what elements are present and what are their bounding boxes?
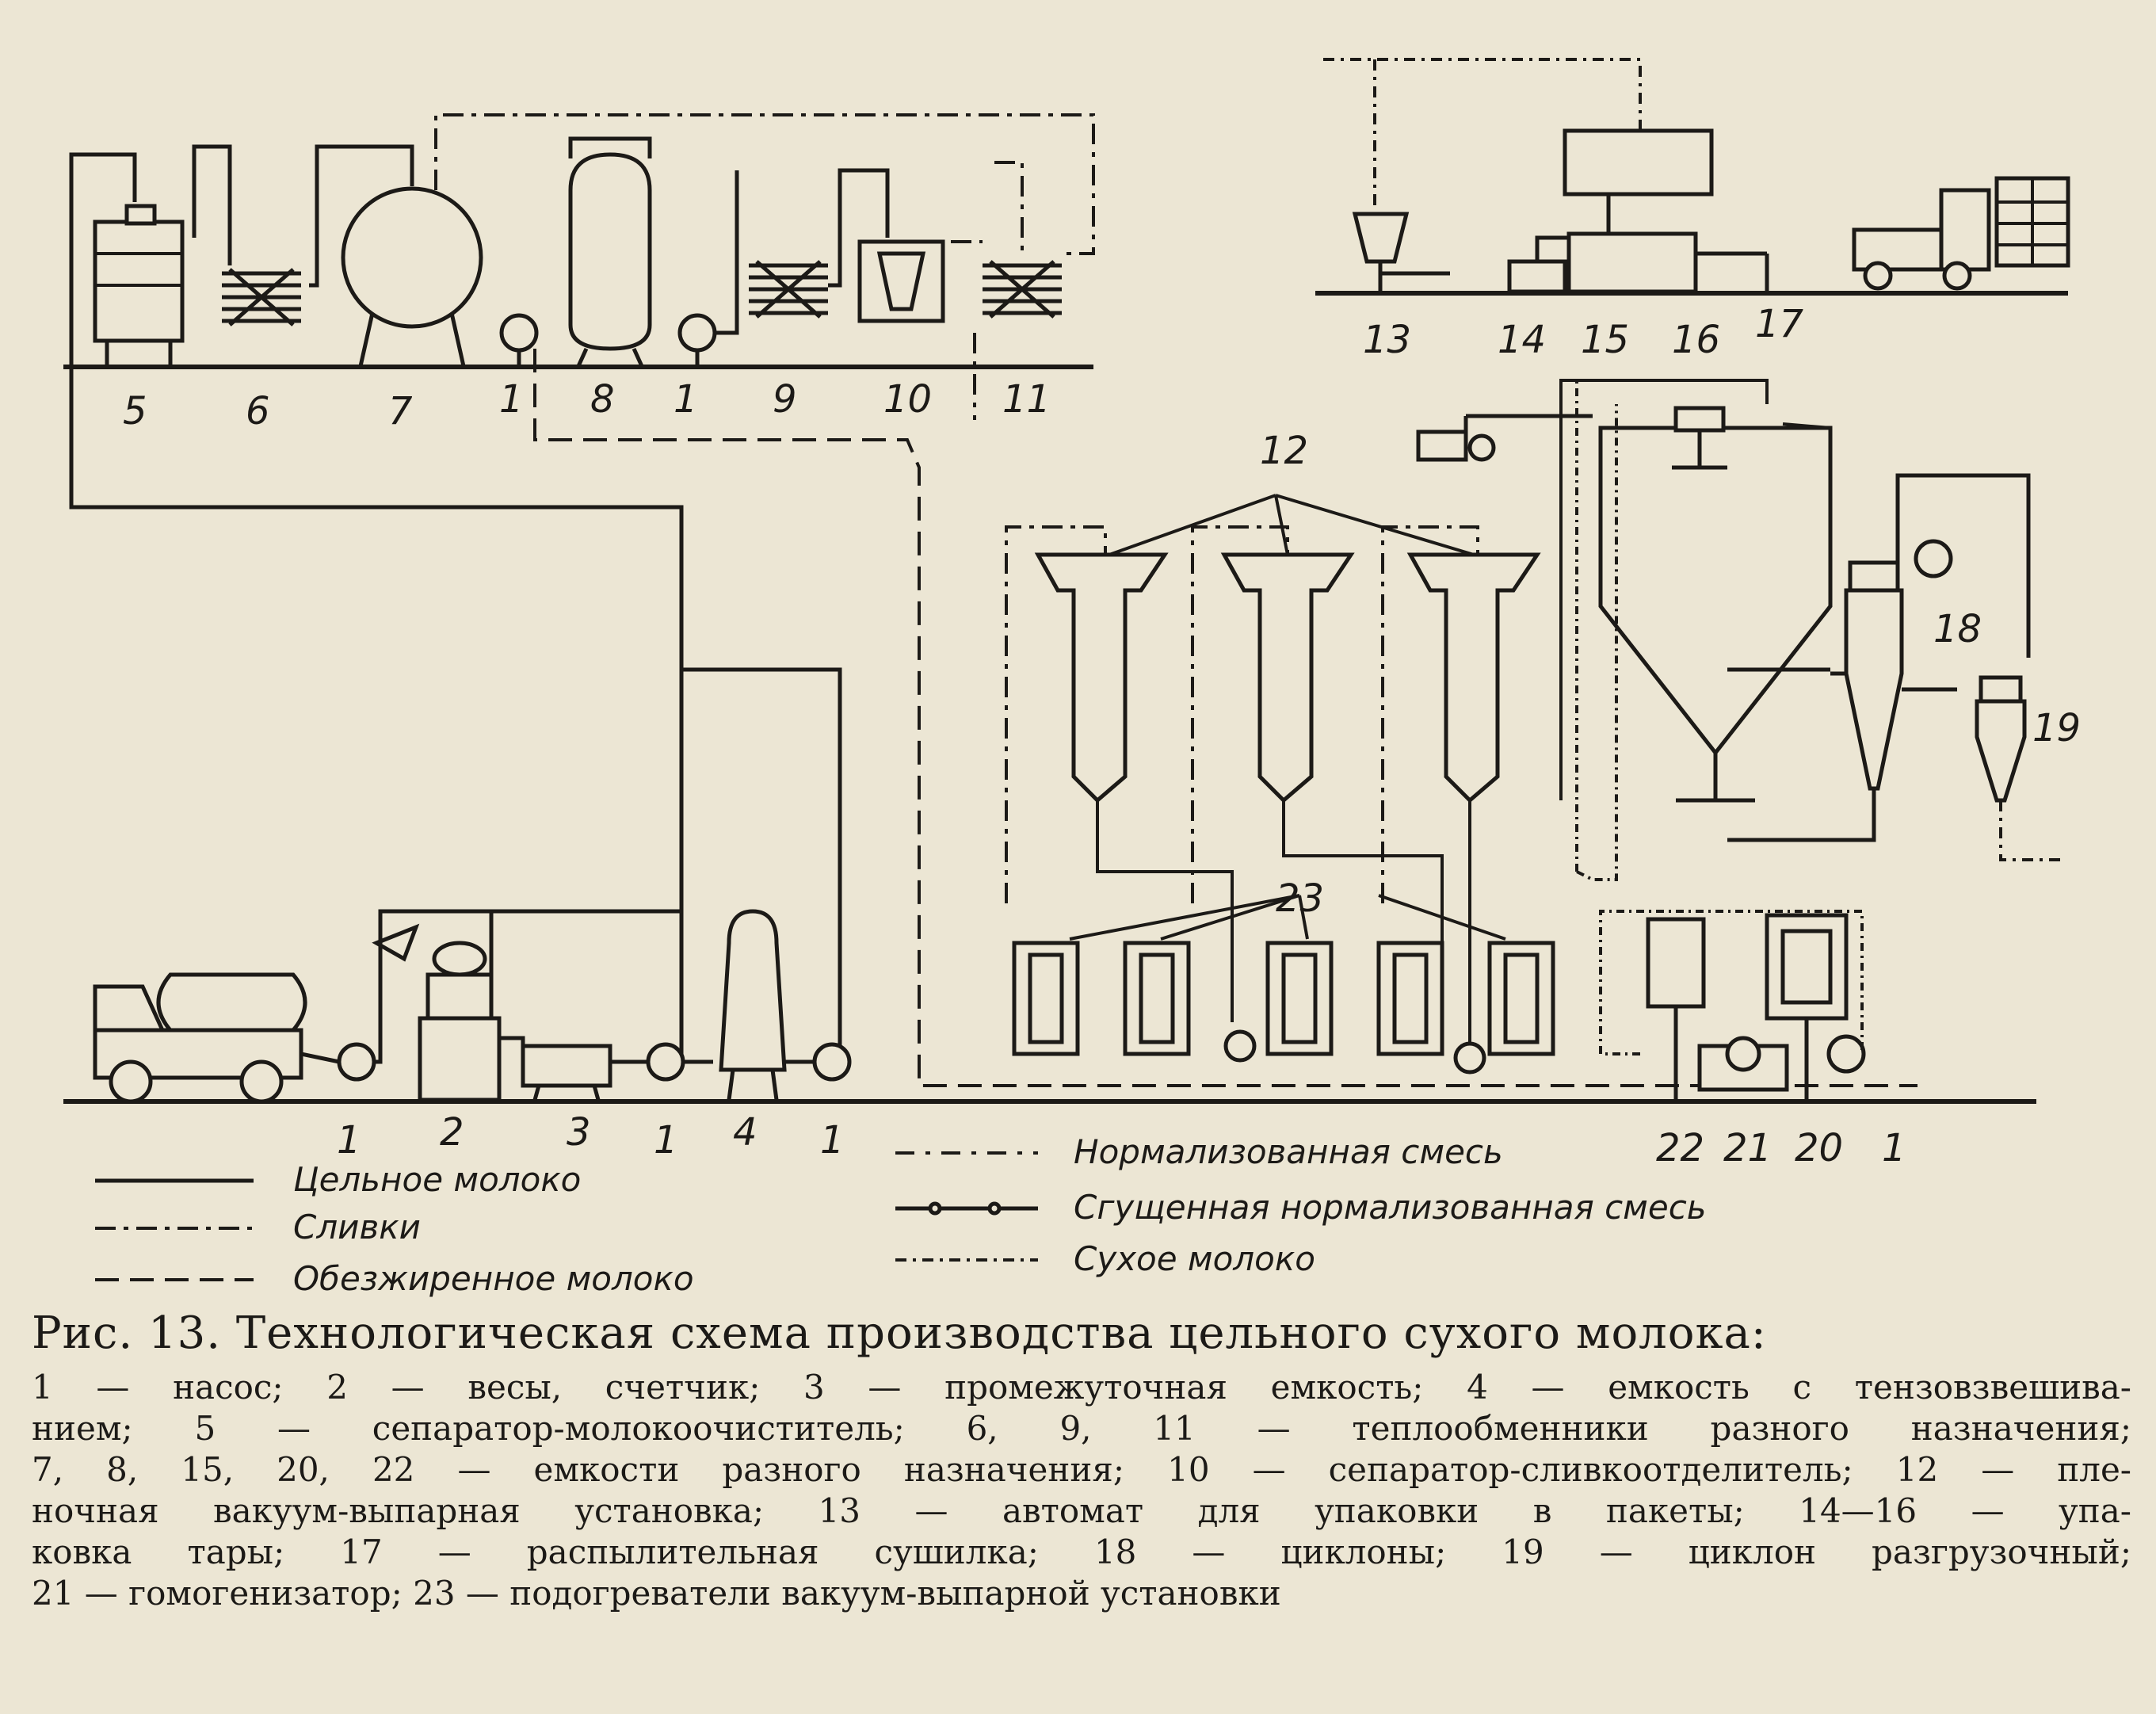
- figure-caption: Рис. 13. Технологическая схема производс…: [32, 1307, 2131, 1614]
- label-1-bottom-d: 1: [1882, 1126, 1906, 1170]
- pump-1-top-a: [499, 313, 539, 366]
- label-11: 11: [1002, 377, 1051, 422]
- pipe-whole-milk-top: [69, 136, 890, 367]
- separator-clarifier-5: [93, 204, 185, 366]
- pipe-condensed-mix: [1096, 379, 1769, 1062]
- pump-1-bottom-b: [646, 1042, 685, 1082]
- caption-line-2: нием; 5 — сепаратор-молокоочиститель; 6,…: [32, 1409, 2131, 1448]
- packing-machine-13: [1352, 212, 1450, 292]
- heat-exchanger-11: [983, 260, 1062, 319]
- label-4: 4: [733, 1110, 757, 1155]
- label-1-bottom-c: 1: [820, 1118, 845, 1162]
- cyclone-18: [1727, 473, 2031, 842]
- label-7: 7: [388, 389, 413, 433]
- legend-swatch-condensed-mix-dot-b: [987, 1201, 1002, 1216]
- caption-line-6: 21 — гомогенизатор; 23 — подогреватели в…: [32, 1574, 1281, 1613]
- tank-22: [1646, 917, 1706, 1100]
- pipe-normalized-mix: [533, 349, 1918, 1087]
- label-1-bottom-b: 1: [654, 1118, 678, 1162]
- heater-23: [1012, 894, 1555, 1075]
- pipe-whole-milk-vertical: [69, 367, 842, 1066]
- label-18: 18: [1933, 607, 1982, 651]
- pump-1-top-b: [677, 313, 717, 366]
- label-3: 3: [567, 1110, 591, 1155]
- caption-line-3: 7, 8, 15, 20, 22 — емкости разного назна…: [32, 1450, 2131, 1489]
- legend-label-dry-milk: Сухое молоко: [1074, 1239, 1315, 1278]
- legend-label-cream: Сливки: [293, 1208, 421, 1246]
- forklift-icon: [1852, 176, 2070, 291]
- label-16: 16: [1672, 318, 1720, 362]
- label-19: 19: [2032, 706, 2081, 750]
- legend-label-skim-milk: Обезжиренное молоко: [293, 1259, 694, 1298]
- container-packing-14: [1507, 235, 1571, 294]
- legend-label-whole-milk: Цельное молоко: [293, 1160, 581, 1199]
- fan-icon: [1416, 414, 1593, 462]
- film-evaporator-12: [1034, 494, 1541, 804]
- pipe-whole-milk-bottom: [300, 909, 815, 1064]
- label-1-top-a: 1: [499, 377, 524, 422]
- pipe-evaporator-vapour: [1005, 525, 1479, 903]
- weighing-tank-4: [719, 909, 787, 1101]
- pipe-cream-top: [434, 113, 1095, 420]
- container-packing-16: [1566, 231, 1769, 294]
- legend-label-condensed-mix: Сгущенная нормализованная смесь: [1074, 1188, 1707, 1227]
- label-9: 9: [773, 377, 797, 422]
- label-6: 6: [246, 389, 270, 433]
- spray-dryer-17: [1598, 406, 1833, 803]
- pipe-dryer-condensed: [1575, 380, 1618, 881]
- label-1-bottom-a: 1: [337, 1118, 361, 1162]
- cyclone-19: [1975, 675, 2064, 861]
- label-1-top-b: 1: [674, 377, 698, 422]
- label-13: 13: [1363, 318, 1411, 362]
- label-2: 2: [440, 1110, 464, 1155]
- tank-20: [1765, 913, 1849, 1100]
- label-12: 12: [1260, 429, 1308, 473]
- label-17: 17: [1755, 302, 1804, 346]
- label-21: 21: [1723, 1126, 1772, 1170]
- tank-8: [568, 152, 652, 368]
- tank-7: [341, 186, 483, 367]
- pump-1-bottom-c: [812, 1042, 852, 1082]
- caption-line-4: ночная вакуум-выпарная установка; 13 — а…: [32, 1491, 2131, 1530]
- milk-tanker-truck-icon: [93, 972, 307, 1104]
- heat-exchanger-9: [749, 260, 828, 319]
- scales-meter-2: [372, 923, 502, 1102]
- label-20: 20: [1795, 1126, 1843, 1170]
- label-23: 23: [1276, 876, 1324, 921]
- pipe-condensed-bottom: [1599, 910, 1864, 1056]
- container-15: [1563, 128, 1714, 238]
- label-14: 14: [1498, 318, 1546, 362]
- process-flow-diagram: 5 6 7 1 8 1 9 10 11 13 14 15 16 17 12 18…: [63, 58, 2081, 1298]
- legend-swatch-condensed-mix-dot-a: [928, 1201, 942, 1216]
- pump-1-bottom-a: [337, 1042, 376, 1082]
- intermediate-tank-3: [521, 1044, 612, 1101]
- caption-line-1: 1 — насос; 2 — весы, счетчик; 3 — промеж…: [32, 1368, 2131, 1407]
- legend-label-normalized-mix: Нормализованная смесь: [1074, 1132, 1503, 1171]
- label-10: 10: [883, 377, 932, 422]
- pipe-dry-milk-top: [1323, 58, 1642, 210]
- caption-line-5: ковка тары; 17 — распылительная сушилка;…: [32, 1533, 2131, 1571]
- homogenizer-21: [1697, 1036, 1789, 1092]
- cream-separator-10: [857, 239, 945, 323]
- label-22: 22: [1656, 1126, 1704, 1170]
- pump-1-bottom-right: [1826, 1034, 1866, 1074]
- legend: Цельное молоко Сливки Обезжиренное молок…: [95, 1132, 1707, 1298]
- caption-title: Рис. 13. Технологическая схема производс…: [32, 1307, 1767, 1359]
- label-8: 8: [590, 377, 615, 422]
- heat-exchanger-6: [222, 268, 301, 326]
- label-5: 5: [123, 389, 147, 433]
- label-15: 15: [1581, 318, 1629, 362]
